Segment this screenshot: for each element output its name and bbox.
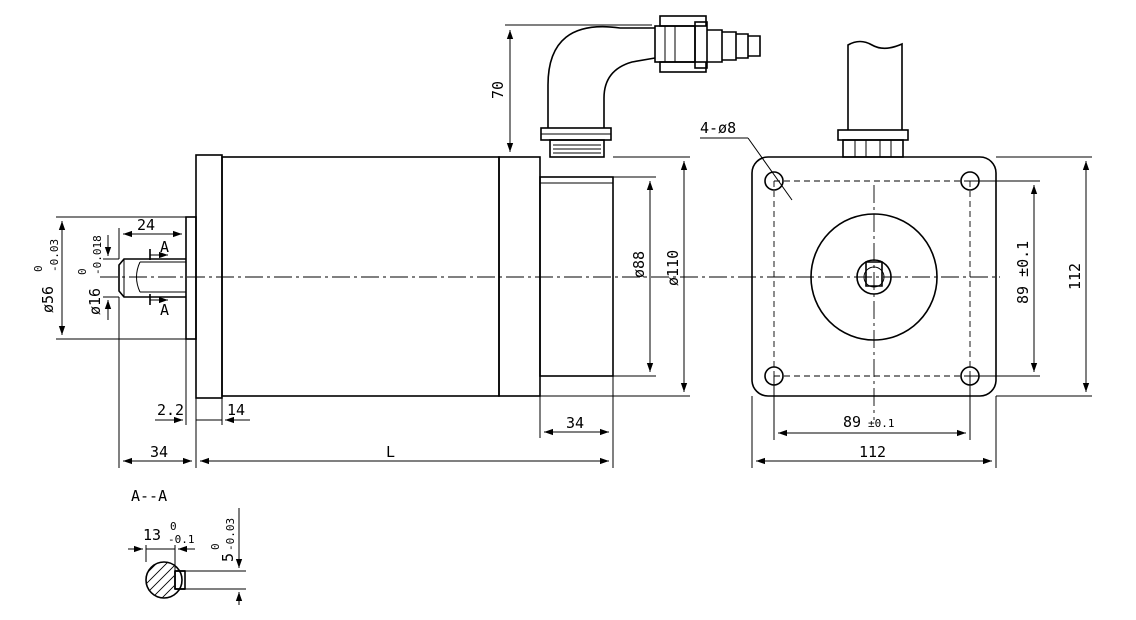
dim-overall-lengths: 34 L <box>118 297 614 468</box>
section-mark-bottom: A <box>160 301 169 319</box>
mounting-hole-tl <box>764 171 784 191</box>
mounting-holes <box>764 171 980 386</box>
flange-gap-label: 2.2 <box>157 401 184 419</box>
flange-thickness-label: 14 <box>227 401 245 419</box>
bolt-spacing-v-label: 89 ±0.1 <box>1014 241 1032 304</box>
front-view: 4-ø8 89 ±0.1 112 89 ±0.1 <box>700 40 1092 468</box>
encoder-housing <box>539 176 614 377</box>
pilot-tol-upper: 0 <box>32 265 45 272</box>
section-view: A--A 13 0 -0.1 <box>128 487 246 605</box>
dim-pilot-diameter: ø56 0 -0.03 <box>32 216 186 340</box>
dim-encoder-length: 34 <box>539 376 614 438</box>
dim-shaft-length: 24 <box>118 216 187 259</box>
key-depth-label: 13 <box>143 526 161 544</box>
shaft-tol-lower: -0.018 <box>91 235 104 275</box>
key-depth-tol-lower: -0.1 <box>168 533 195 546</box>
bolt-spacing-h-label: 89 <box>843 413 861 431</box>
section-hatch <box>146 562 182 598</box>
front-shaft-circle <box>856 259 892 295</box>
flange-offset-label: 34 <box>150 443 168 461</box>
dim-key-depth: 13 0 -0.1 <box>128 520 195 571</box>
key-width-label: 5 <box>219 553 237 562</box>
dim-flange-details: 2.2 14 <box>155 339 250 425</box>
shaft-tol-upper: 0 <box>76 268 89 275</box>
pilot-boss <box>185 216 197 340</box>
section-a-markers: A A <box>149 238 169 319</box>
diameter-110-label: ø110 <box>664 250 682 286</box>
diameter-88-label: ø88 <box>630 251 648 278</box>
shaft-diameter-label: ø16 <box>86 288 104 315</box>
width-label: 112 <box>859 443 886 461</box>
dim-height: 112 <box>996 156 1092 397</box>
side-view: A A <box>32 15 1000 468</box>
pilot-diameter-label: ø56 <box>39 286 57 313</box>
dim-bolt-spacing-horizontal: 89 ±0.1 <box>773 376 971 440</box>
hole-callout-label: 4-ø8 <box>700 119 736 137</box>
rear-cap <box>498 156 541 397</box>
dim-diameter-110: ø110 <box>540 156 690 397</box>
dim-width: 112 <box>751 396 997 468</box>
section-shaft-circle <box>145 561 183 599</box>
section-mark-top: A <box>160 238 169 256</box>
bolt-spacing-h-tol: ±0.1 <box>868 417 895 430</box>
height-label: 112 <box>1066 263 1084 290</box>
cable-assembly <box>540 15 761 158</box>
body-length-label: L <box>386 443 395 461</box>
dim-key-width: 5 0 -0.03 <box>185 508 246 605</box>
motor-body <box>221 156 500 397</box>
hole-callout: 4-ø8 <box>700 119 793 201</box>
key-width-tol-upper: 0 <box>209 543 222 550</box>
shaft-length-label: 24 <box>137 216 155 234</box>
pilot-tol-lower: -0.03 <box>48 239 61 272</box>
cable-height-label: 70 <box>489 81 507 99</box>
dim-shaft-diameter: ø16 0 -0.018 <box>76 235 119 320</box>
dim-cable-height: 70 <box>489 24 652 158</box>
dim-diameter-88: ø88 <box>613 176 656 377</box>
front-pilot-circle <box>810 213 938 341</box>
key-width-tol-lower: -0.03 <box>224 518 237 551</box>
dim-bolt-spacing-vertical: 89 ±0.1 <box>970 180 1040 377</box>
cable-stub <box>837 40 909 158</box>
section-title: A--A <box>131 487 167 505</box>
mounting-flange <box>195 154 223 399</box>
key-depth-tol-upper: 0 <box>170 520 177 533</box>
encoder-length-label: 34 <box>566 414 584 432</box>
shaft <box>118 258 186 298</box>
